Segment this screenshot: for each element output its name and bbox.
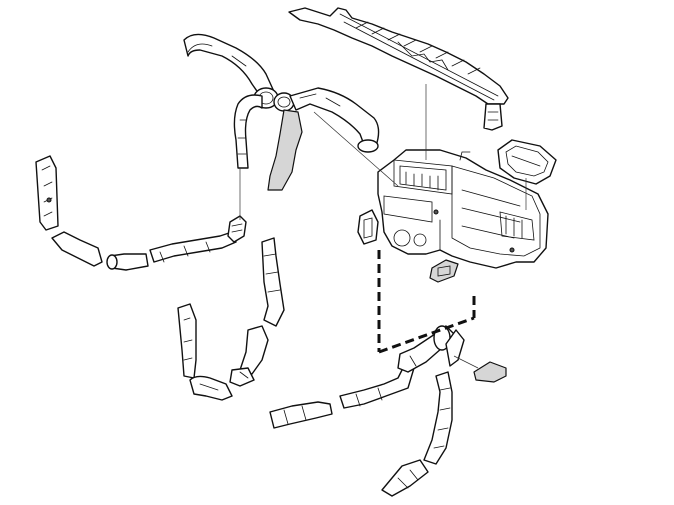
rear-floor-duct-chain xyxy=(229,237,285,387)
reference-dashed-lines xyxy=(377,250,476,354)
center-vent-duct-assembly xyxy=(183,33,380,191)
leader-lines xyxy=(239,84,527,369)
hvac-heater-unit xyxy=(377,149,549,269)
blower-motor-cover xyxy=(357,209,459,283)
air-intake-seal xyxy=(497,139,557,185)
foam-pad xyxy=(473,361,507,383)
left-footwell-duct-chain xyxy=(51,215,247,271)
front-floor-duct xyxy=(177,303,233,401)
rear-floor-duct-right xyxy=(381,329,465,497)
rear-floor-duct-left xyxy=(269,325,455,429)
windscreen-defroster-duct xyxy=(288,7,509,131)
left-dash-vent-duct xyxy=(35,155,59,231)
